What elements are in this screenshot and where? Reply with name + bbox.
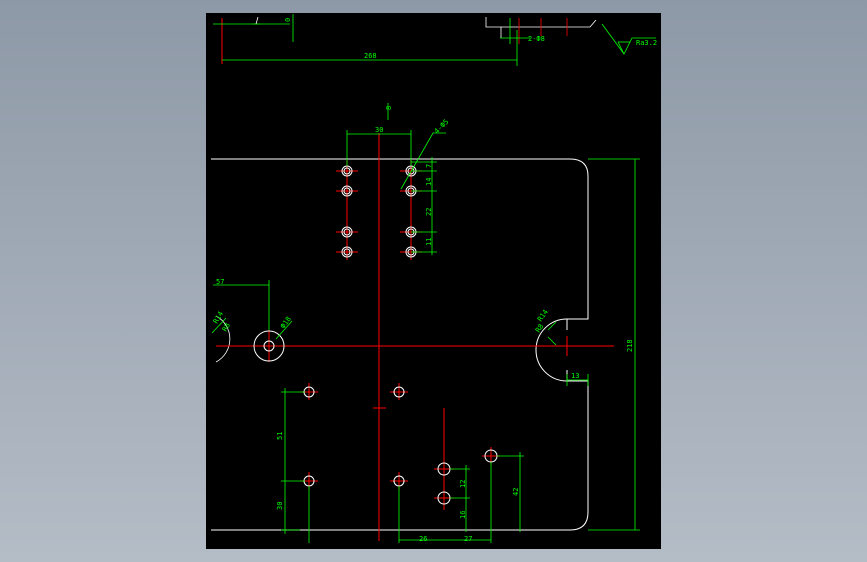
dim-v-42: 42	[512, 488, 520, 496]
dim-overall-height: 218	[626, 339, 634, 352]
dim-top-right-spec: 2-Ф8	[528, 35, 545, 43]
holes	[253, 165, 498, 505]
dim-top-8: 8	[385, 106, 393, 110]
dim-left-r14: R14	[212, 310, 225, 325]
dim-left-r8: R8	[221, 322, 232, 333]
left-dimensions	[211, 280, 293, 340]
dim-left-57: 57	[216, 278, 224, 286]
dim-v-51: 51	[276, 432, 284, 440]
dim-v-16: 16	[459, 511, 467, 519]
dim-roughness: Ra3.2	[636, 39, 657, 47]
top-left-annotation: 0 268	[213, 14, 518, 66]
right-dimensions	[547, 158, 640, 531]
dim-h-27: 27	[464, 535, 472, 543]
dim-left-d18: Ф18	[279, 315, 293, 330]
dim-v-11: 11	[425, 238, 433, 246]
roughness-symbol-icon	[617, 37, 656, 55]
dim-right-13: 13	[571, 372, 579, 380]
dim-overall-width: 268	[364, 52, 377, 60]
dim-v-7: 7	[425, 164, 433, 168]
dim-v-22: 22	[425, 208, 433, 216]
top-right-annotation: 2-Ф8 Ra3.2	[485, 17, 657, 55]
dim-spacing-30: 30	[375, 126, 383, 134]
dim-right-r8: R8	[534, 323, 545, 335]
dim-v-14: 14	[425, 178, 433, 186]
dim-v-30: 30	[276, 502, 284, 510]
drawing-viewport[interactable]	[206, 13, 661, 549]
dim-h-26: 26	[419, 535, 427, 543]
bottom-dimensions	[281, 388, 524, 543]
dim-top-left-0: 0	[284, 18, 292, 22]
dim-v-12: 12	[459, 480, 467, 488]
dim-right-r14: R14	[536, 308, 550, 323]
hole-pattern-dimensions	[346, 103, 446, 255]
